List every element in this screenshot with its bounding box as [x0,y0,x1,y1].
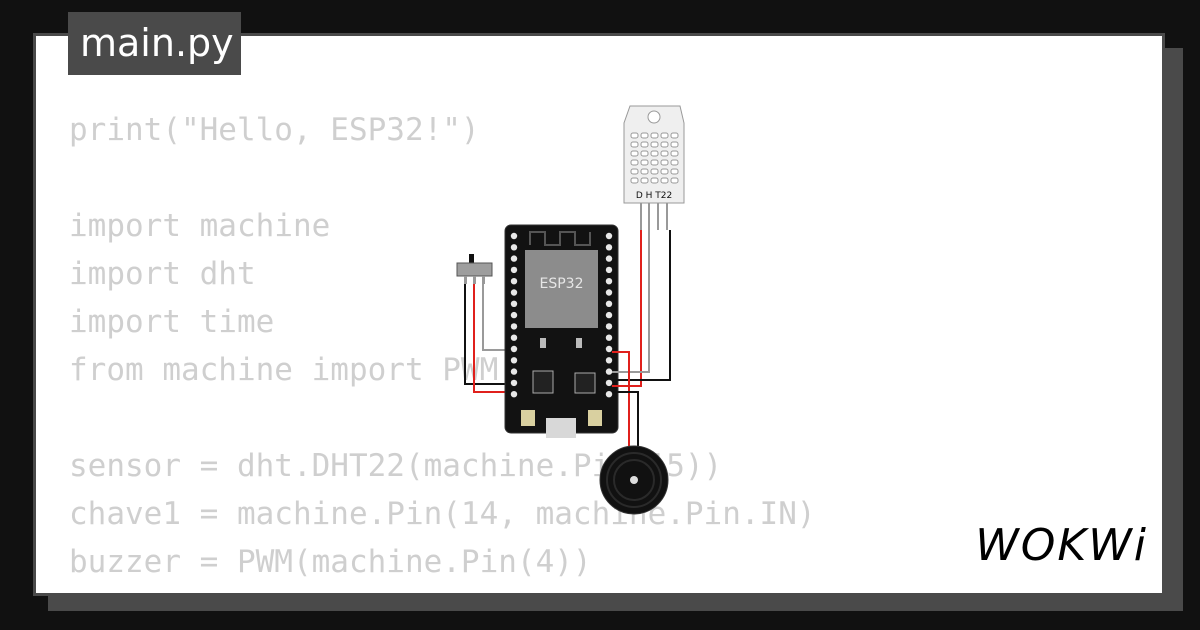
pin-hole [510,379,518,387]
pin-hole [605,391,613,398]
pin-hole [605,357,613,364]
pin-hole [510,357,518,364]
pin-hole [510,300,518,307]
pin-hole [605,244,613,251]
grille-slot [660,141,669,148]
grille-slot [640,150,649,157]
board-pins [510,232,613,398]
pin-hole [510,345,518,353]
pin-hole [510,244,518,251]
grille-slot [630,177,639,184]
grille-slot [640,168,649,175]
grille-slot [660,168,669,175]
grille-slot [640,132,649,139]
buzzer-icon[interactable] [599,445,669,515]
grille-slot [630,132,639,139]
grille-slot [660,159,669,166]
pin-hole [605,289,613,296]
pin-hole [605,311,613,319]
pin-hole [510,278,518,285]
pin-hole [510,266,518,274]
pin-hole [605,278,613,285]
grille-slot [650,168,659,175]
buzzer-wires [612,351,639,450]
grille-slot [660,150,669,157]
pin-hole [510,255,518,262]
code-line: import machine [69,208,331,244]
esp32-board-icon[interactable]: ESP32 [504,224,619,438]
grille-slot [630,168,639,175]
grille-slot [660,132,669,139]
pin-hole [510,391,518,398]
sensor-grille [630,132,679,184]
code-line: import time [69,304,275,340]
grille-slot [650,150,659,157]
code-line: chave1 = machine.Pin(14, machine.Pin.IN) [69,496,816,532]
grille-slot [670,177,679,184]
grille-slot [670,141,679,148]
grille-slot [650,132,659,139]
grille-slot [650,159,659,166]
code-line: buzzer = PWM(machine.Pin(4)) [69,544,592,580]
grille-slot [670,150,679,157]
code-line: print("Hello, ESP32!") [69,112,480,148]
code-line: from machine import PWM [69,352,499,388]
wokwi-logo: WOKWi [975,520,1148,571]
pin-hole [510,311,518,319]
pin-hole [605,368,613,375]
pin-hole [510,232,518,240]
grille-slot [630,159,639,166]
sensor-label: D H T22 [636,191,672,201]
grille-slot [630,141,639,148]
pin-hole [510,368,518,375]
grille-slot [670,159,679,166]
switch-wires [464,284,512,393]
grille-slot [650,177,659,184]
grille-slot [640,141,649,148]
pin-hole [605,300,613,307]
pin-hole [510,323,518,330]
pin-hole [605,255,613,262]
pin-hole [605,334,613,341]
slide-switch-icon[interactable] [456,254,493,284]
pin-hole [605,323,613,330]
pin-hole [510,289,518,296]
code-line: import dht [69,256,256,292]
grille-slot [630,150,639,157]
dht22-sensor-icon[interactable]: D H T22 [623,105,685,230]
pin-hole [510,334,518,341]
pin-hole [605,232,613,240]
grille-slot [670,168,679,175]
pin-hole [605,266,613,274]
grille-slot [650,141,659,148]
pin-hole [605,345,613,353]
code-line: led = machine.Pin(2, machine.Pin.OUT) [69,586,816,593]
grille-slot [640,177,649,184]
grille-slot [640,159,649,166]
pin-hole [605,379,613,387]
grille-slot [670,132,679,139]
esp32-label: ESP32 [540,276,584,292]
file-tab[interactable]: main.py [68,12,241,75]
grille-slot [660,177,669,184]
sensor-wires [612,230,671,387]
